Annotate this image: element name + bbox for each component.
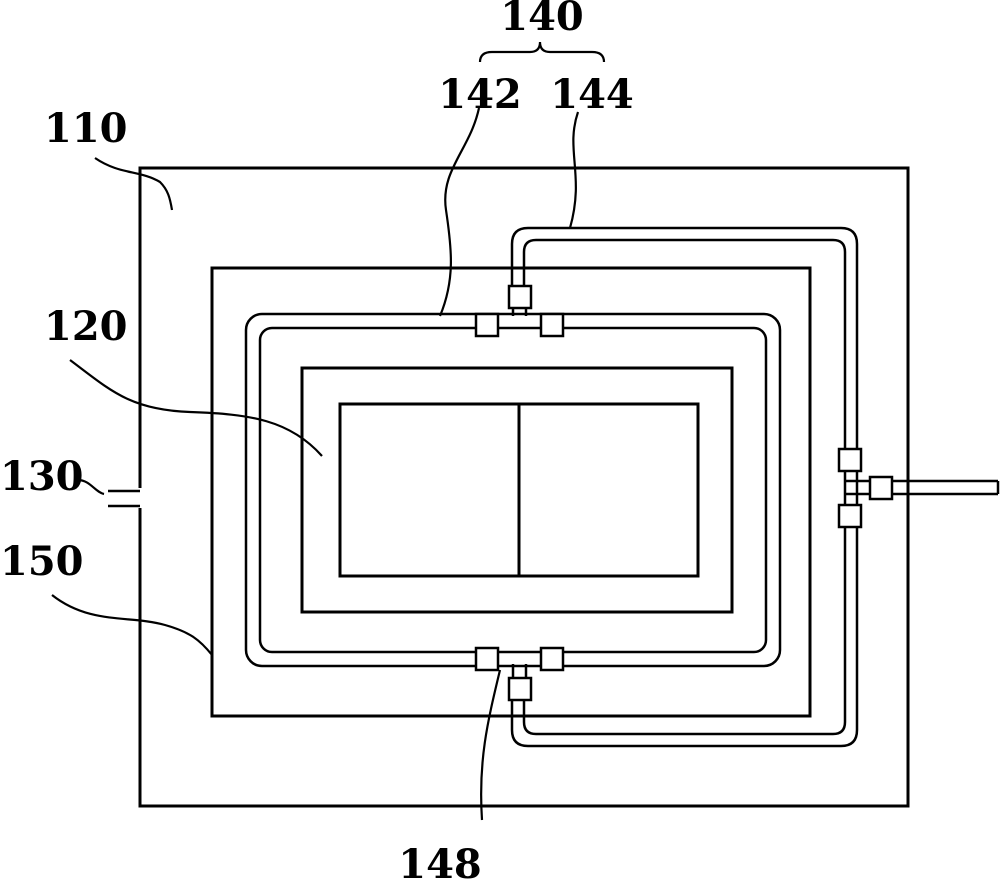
connector-right-top xyxy=(837,447,863,473)
leader-120 xyxy=(69,359,323,457)
container-outer xyxy=(300,366,734,614)
connector-top-center xyxy=(507,284,533,310)
leader-144 xyxy=(568,111,580,229)
leader-148 xyxy=(480,669,502,821)
label-container-120: 120 xyxy=(44,303,128,350)
leader-150 xyxy=(51,594,213,656)
connector-bottom-right xyxy=(539,646,565,672)
label-group-140: 140 xyxy=(500,0,584,40)
connector-top-left xyxy=(474,312,500,338)
leader-110 xyxy=(94,157,174,211)
outer-pipe-b xyxy=(522,238,847,736)
outer-pipe-a xyxy=(510,226,859,748)
leader-130 xyxy=(77,478,105,496)
label-liner-150: 150 xyxy=(0,538,84,585)
connector-bottom-left xyxy=(474,646,500,672)
connector-top-right xyxy=(539,312,565,338)
label-chamber-110: 110 xyxy=(44,105,128,152)
label-pipe-144: 144 xyxy=(550,71,634,118)
connector-right-bottom xyxy=(837,503,863,529)
connector-bottom-center xyxy=(507,676,533,702)
chamber-outline xyxy=(138,166,910,808)
label-port-130: 130 xyxy=(0,453,84,500)
leader-142 xyxy=(438,107,481,317)
group-bracket xyxy=(478,41,606,63)
connector-right-outlet xyxy=(868,475,894,501)
label-pipe-142: 142 xyxy=(438,71,522,118)
inner-loop-inner xyxy=(258,326,768,654)
label-connector-148: 148 xyxy=(398,841,482,885)
